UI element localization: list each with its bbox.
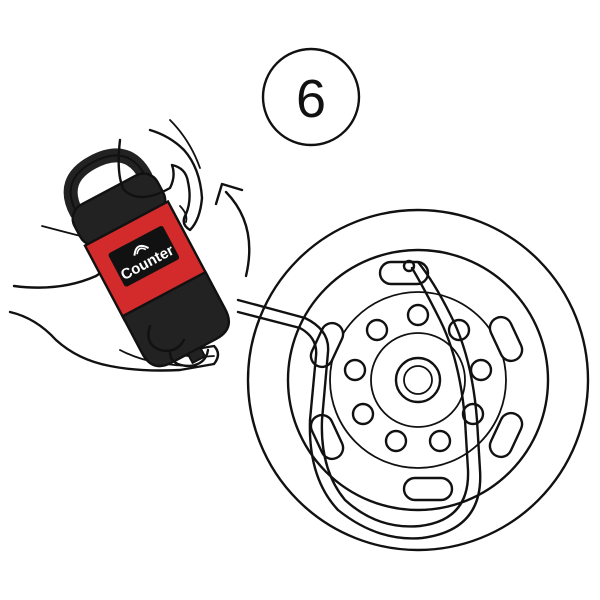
stud-hole: [343, 358, 367, 382]
grip-fingers: [147, 324, 210, 368]
hub-center: [394, 356, 442, 404]
hub-plate: [329, 291, 507, 469]
finger: [168, 348, 210, 368]
hand-hole: [309, 413, 345, 461]
brand-label: [108, 225, 180, 287]
fingernail: [179, 205, 188, 223]
brand-logo-icon-inner: [136, 247, 147, 255]
stud-hole: [384, 429, 408, 453]
stud-holes: [343, 303, 493, 453]
stud-hole: [365, 318, 389, 342]
stud-hole: [469, 358, 493, 382]
arrow-shaft: [224, 190, 251, 278]
wheel-icon: [246, 208, 590, 552]
stud-hole: [406, 303, 430, 327]
hand-outline: [117, 128, 204, 232]
hand-hole: [378, 260, 430, 286]
rim: [286, 248, 550, 512]
axle: [403, 365, 433, 395]
stud-hole: [428, 429, 452, 453]
brand-logo-icon: [133, 244, 150, 256]
tube-outer: [236, 266, 470, 528]
upper-hand: [117, 119, 204, 232]
tire-outer: [246, 208, 590, 552]
hand-hole: [488, 315, 524, 363]
step-badge: 6: [261, 47, 361, 147]
step-badge-circle: [261, 47, 361, 147]
stud-hole: [351, 402, 375, 426]
valve-cap: [402, 259, 416, 273]
tube-inner: [236, 260, 482, 540]
bottle-handle-edge: [69, 154, 147, 214]
bottle-nozzle: [186, 346, 207, 365]
bottle-icon: Counter: [63, 148, 230, 368]
hand-holes: [309, 260, 524, 502]
finger: [147, 324, 186, 353]
valve-stem: [402, 259, 416, 273]
wrist-line: [169, 119, 201, 169]
hand-hole: [402, 476, 454, 502]
step-number: 6: [296, 69, 326, 129]
hand-hole: [488, 411, 524, 459]
fill-tube: [236, 260, 482, 540]
curved-arrow-icon: [214, 182, 251, 278]
hub-ring: [370, 332, 466, 428]
arrow-head: [214, 182, 244, 206]
